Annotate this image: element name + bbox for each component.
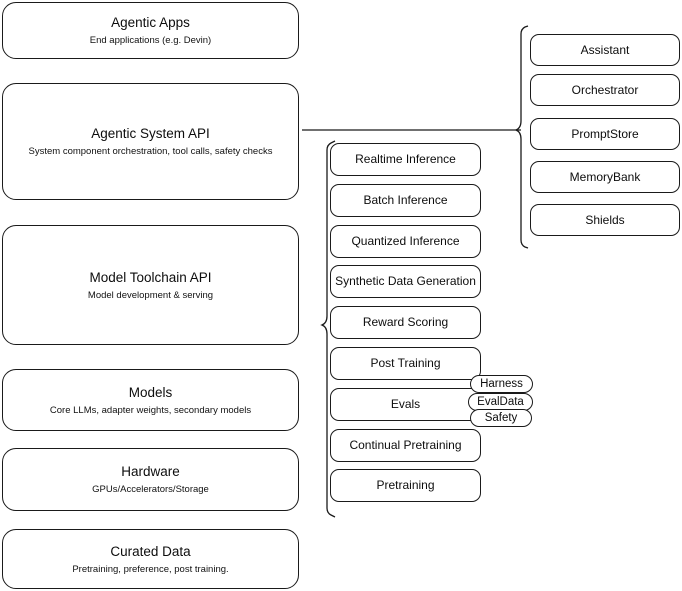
stack-layer-subtitle: System component orchestration, tool cal… (28, 146, 273, 157)
toolchain-component-label: Continual Pretraining (349, 438, 462, 452)
toolchain-component-label: Reward Scoring (362, 315, 449, 329)
eval-tag-label: Safety (484, 412, 518, 424)
system-component-label: Shields (585, 212, 625, 227)
stack-layer-title: Curated Data (110, 543, 191, 559)
system-component-promptstore[interactable]: PromptStore (530, 118, 680, 150)
stack-layer-title: Models (128, 384, 173, 400)
eval-tag-label: Harness (480, 378, 523, 390)
toolchain-component-label: Batch Inference (363, 193, 448, 207)
stack-layer-subtitle: Pretraining, preference, post training. (72, 563, 229, 575)
toolchain-component-label: Evals (390, 397, 421, 411)
stack-layer-curated-data[interactable]: Curated Data Pretraining, preference, po… (2, 529, 299, 589)
system-component-orchestrator[interactable]: Orchestrator (530, 74, 680, 106)
system-component-label: Orchestrator (571, 82, 639, 97)
eval-tag-label: EvalData (477, 396, 524, 408)
brace-system-components (514, 25, 529, 249)
toolchain-component-reward-scoring[interactable]: Reward Scoring (330, 306, 481, 339)
stack-layer-model-toolchain-api[interactable]: Model Toolchain API Model development & … (2, 225, 299, 345)
stack-layer-agentic-apps[interactable]: Agentic Apps End applications (e.g. Devi… (2, 2, 299, 59)
toolchain-component-label: Post Training (370, 356, 441, 370)
toolchain-component-label: Synthetic Data Generation (335, 274, 476, 288)
toolchain-component-batch-inference[interactable]: Batch Inference (330, 184, 481, 217)
stack-layer-hardware[interactable]: Hardware GPUs/Accelerators/Storage (2, 448, 299, 511)
stack-layer-models[interactable]: Models Core LLMs, adapter weights, secon… (2, 369, 299, 431)
toolchain-component-post-training[interactable]: Post Training (330, 347, 481, 380)
stack-layer-agentic-system-api[interactable]: Agentic System API System component orch… (2, 83, 299, 200)
stack-layer-subtitle: GPUs/Accelerators/Storage (92, 484, 209, 495)
toolchain-component-continual-pretraining[interactable]: Continual Pretraining (330, 429, 481, 462)
toolchain-component-pretraining[interactable]: Pretraining (330, 469, 481, 502)
eval-tag-harness[interactable]: Harness (470, 375, 533, 393)
stack-layer-title: Hardware (121, 464, 180, 479)
toolchain-component-label: Pretraining (376, 478, 435, 492)
system-component-label: PromptStore (571, 126, 639, 141)
stack-layer-subtitle: End applications (e.g. Devin) (89, 35, 212, 46)
stack-layer-title: Model Toolchain API (89, 269, 212, 285)
stack-layer-title: Agentic System API (91, 126, 210, 141)
system-component-shields[interactable]: Shields (530, 204, 680, 236)
toolchain-component-evals[interactable]: Evals (330, 388, 481, 421)
stack-layer-subtitle: Core LLMs, adapter weights, secondary mo… (49, 404, 252, 416)
toolchain-component-label: Quantized Inference (351, 234, 460, 248)
toolchain-component-realtime-inference[interactable]: Realtime Inference (330, 143, 481, 176)
toolchain-component-quantized-inference[interactable]: Quantized Inference (330, 225, 481, 258)
eval-tag-safety[interactable]: Safety (470, 409, 532, 427)
toolchain-component-synthetic-data-generation[interactable]: Synthetic Data Generation (330, 265, 481, 298)
system-component-memorybank[interactable]: MemoryBank (530, 161, 680, 193)
system-component-label: MemoryBank (569, 169, 641, 184)
system-component-assistant[interactable]: Assistant (530, 34, 680, 66)
toolchain-component-label: Realtime Inference (355, 152, 456, 166)
stack-layer-subtitle: Model development & serving (87, 289, 214, 301)
system-component-label: Assistant (580, 42, 630, 57)
stack-layer-title: Agentic Apps (111, 15, 190, 30)
